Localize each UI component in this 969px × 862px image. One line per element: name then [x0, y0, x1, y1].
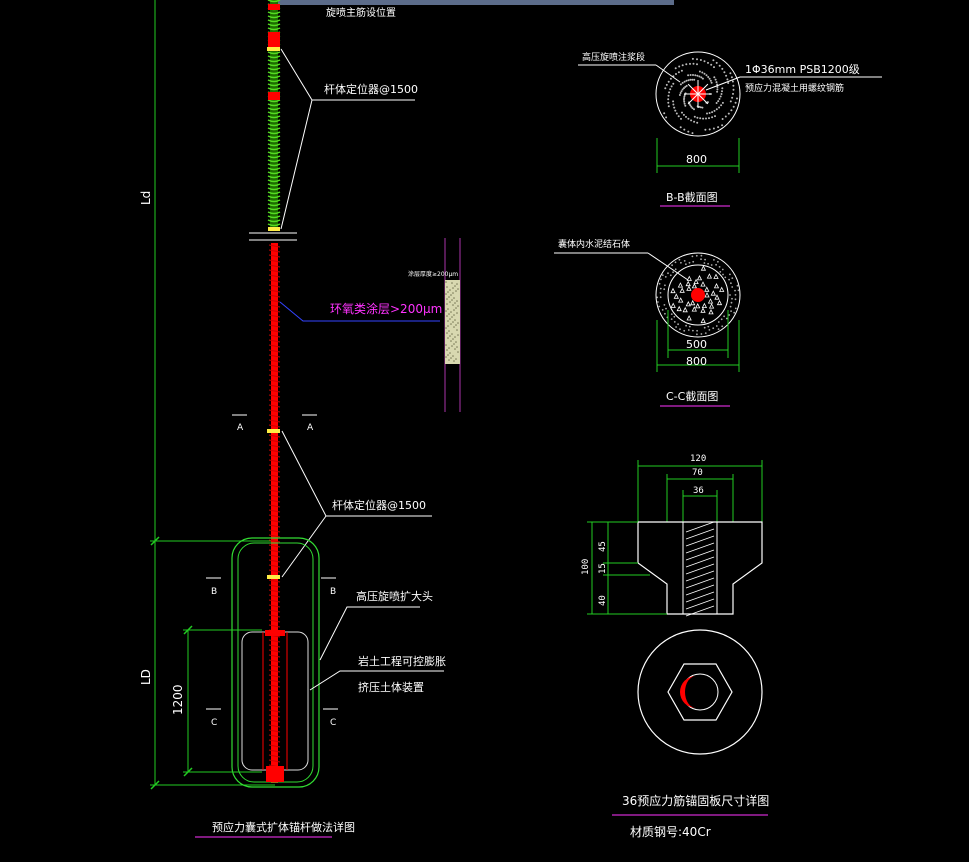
plate-title: 36预应力筋锚固板尺寸详图 — [622, 793, 769, 808]
top-toolbar-strip — [272, 0, 674, 5]
bb-callout-right-1: 1Φ36mm PSB1200级 — [745, 63, 860, 76]
cc-steel-bar — [691, 288, 705, 302]
coil-red-marker-2 — [268, 92, 280, 100]
cc-outer-circle — [655, 252, 741, 338]
plate-outline — [637, 521, 763, 615]
section-mark-a-left: A — [237, 423, 244, 433]
section-mark-c-left: C — [211, 718, 217, 728]
section-mark-b-left: B — [211, 587, 217, 597]
threaded-steel-bar — [271, 243, 278, 783]
section-mark-a-right: A — [307, 423, 314, 433]
plate-width-120: 120 — [690, 454, 706, 464]
anchor-plate-detail: 120 70 36 100 45 15 40 36预应力筋锚固板尺寸详图 材质 — [581, 454, 769, 839]
cc-callout: 囊体内水泥结石体 — [558, 238, 630, 250]
coil-core — [270, 0, 278, 230]
squeeze-leader — [309, 670, 444, 691]
section-mark-b-right: B — [330, 587, 336, 597]
centralizer-marker-1 — [267, 47, 280, 51]
plate-plan-thread-mark — [680, 676, 696, 708]
centralizer-bottom-label: 杆体定位器@1500 — [332, 498, 426, 512]
centralizer-marker-2 — [267, 429, 280, 433]
plate-width-70: 70 — [692, 468, 703, 478]
squeeze-label-2: 挤压土体装置 — [358, 680, 424, 694]
top-note-label: 旋喷主筋设位置 — [326, 6, 396, 19]
bar-ribs — [268, 244, 281, 778]
centralizer-marker-3 — [267, 575, 280, 579]
coating-thickness-note: 涂层厚度≥200μm — [408, 270, 458, 278]
plate-bore — [682, 521, 718, 615]
section-cc: 500 800 囊体内水泥结石体 C-C截面图 — [554, 238, 741, 407]
epoxy-coating-label: 环氧类涂层>200μm — [330, 301, 442, 316]
section-mark-c-right: C — [330, 718, 336, 728]
bulb-height-label: 1200 — [171, 684, 185, 715]
jet-head-label: 高压旋喷扩大头 — [356, 589, 433, 603]
plate-height-15: 15 — [598, 563, 608, 574]
cc-inner-label: 500 — [686, 338, 707, 351]
section-bb: 800 高压旋喷注浆段 1Φ36mm PSB1200级 预应力混凝土用螺纹钢筋 … — [578, 51, 882, 207]
ld-upper-label: Ld — [139, 191, 153, 205]
bb-title: B-B截面图 — [666, 190, 718, 204]
plate-height-100: 100 — [581, 559, 591, 575]
ld-lower-label: LD — [139, 669, 153, 685]
plate-plan-hex — [667, 663, 733, 721]
squeeze-label-1: 岩土工程可控膨胀 — [358, 654, 446, 668]
epoxy-leader — [279, 301, 440, 322]
cc-title: C-C截面图 — [666, 389, 718, 403]
bb-callout-left: 高压旋喷注浆段 — [582, 51, 645, 63]
main-title: 预应力囊式扩体锚杆做法详图 — [212, 820, 355, 834]
cc-inner-circle — [667, 264, 729, 326]
plate-height-40: 40 — [598, 595, 608, 606]
jet-head-leader — [319, 606, 420, 661]
anchor-elevation: Ld LD 杆体定位器@1500 旋喷主筋设位置 杆体定位器@1500 环氧类涂… — [139, 0, 461, 838]
bb-outer-circle — [655, 51, 741, 137]
bb-callout-right-2: 预应力混凝土用螺纹钢筋 — [745, 82, 844, 94]
plate-plan-circle — [637, 629, 763, 755]
bb-diameter-label: 800 — [686, 153, 707, 166]
centralizer-marker-top — [268, 227, 280, 231]
cc-outer-label: 800 — [686, 355, 707, 368]
centralizer-top-label: 杆体定位器@1500 — [324, 82, 418, 96]
bulb-outer-outline — [231, 537, 320, 788]
anchor-plate-bottom — [266, 766, 284, 782]
plate-material: 材质钢号:40Cr — [630, 825, 711, 839]
coating-detail: 涂层厚度≥200μm — [408, 238, 461, 412]
plate-height-45: 45 — [598, 541, 608, 552]
coil-red-marker — [268, 32, 280, 48]
plate-width-36: 36 — [693, 486, 704, 496]
